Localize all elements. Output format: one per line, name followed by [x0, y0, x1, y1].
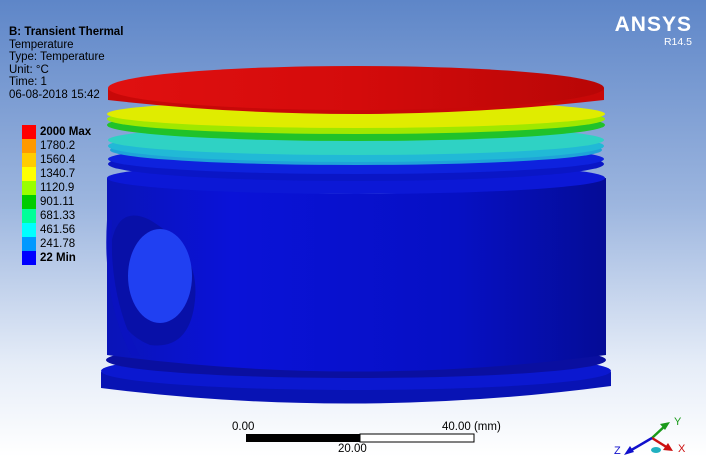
legend-value: 1560.4: [40, 154, 76, 166]
logo-name: ANSYS: [614, 13, 692, 36]
triad-z-label: Z: [614, 445, 621, 457]
legend-value: 1120.9: [40, 182, 75, 194]
scale-end-label: 40.00 (mm): [442, 421, 501, 433]
pin-bore: [128, 229, 192, 323]
analysis-title: B: Transient Thermal: [9, 26, 124, 38]
piston-skirt: [107, 178, 606, 372]
result-timestamp: 06-08-2018 15:42: [9, 88, 100, 101]
legend-swatch: [22, 223, 36, 237]
result-info: B: Transient Thermal Temperature Type: T…: [9, 26, 123, 102]
result-unit: Unit: °C: [9, 63, 49, 76]
legend-value: 461.56: [40, 224, 76, 236]
result-time: Time: 1: [9, 76, 47, 89]
legend-swatch: [22, 153, 36, 167]
legend-value: 1780.2: [40, 140, 76, 152]
legend-swatch: [22, 125, 36, 139]
legend-swatch: [22, 195, 36, 209]
crown-top: [108, 66, 604, 110]
boss-shadow: [106, 220, 140, 356]
ansys-logo: ANSYS R14.5: [614, 13, 692, 49]
legend-swatch: [22, 251, 36, 265]
scale-mid-label: 20.00: [338, 443, 367, 455]
legend-swatch: [22, 181, 36, 195]
legend-swatch: [22, 237, 36, 251]
result-name: Temperature: [9, 38, 74, 51]
legend-swatch: [22, 209, 36, 223]
legend-value: 681.33: [40, 210, 76, 222]
triad-x-label: X: [678, 443, 686, 455]
legend-value: 241.78: [40, 238, 76, 250]
legend-value: 901.11: [40, 196, 75, 208]
legend-value: 1340.7: [40, 168, 76, 180]
logo-version: R14.5: [663, 36, 692, 48]
legend-swatch: [22, 167, 36, 181]
legend-swatch: [22, 139, 36, 153]
triad-y-label: Y: [674, 416, 682, 428]
result-type: Type: Temperature: [9, 51, 105, 64]
legend-min-value: 22 Min: [40, 252, 76, 264]
legend-max-value: 2000 Max: [40, 126, 92, 138]
scale-start-label: 0.00: [232, 421, 255, 433]
